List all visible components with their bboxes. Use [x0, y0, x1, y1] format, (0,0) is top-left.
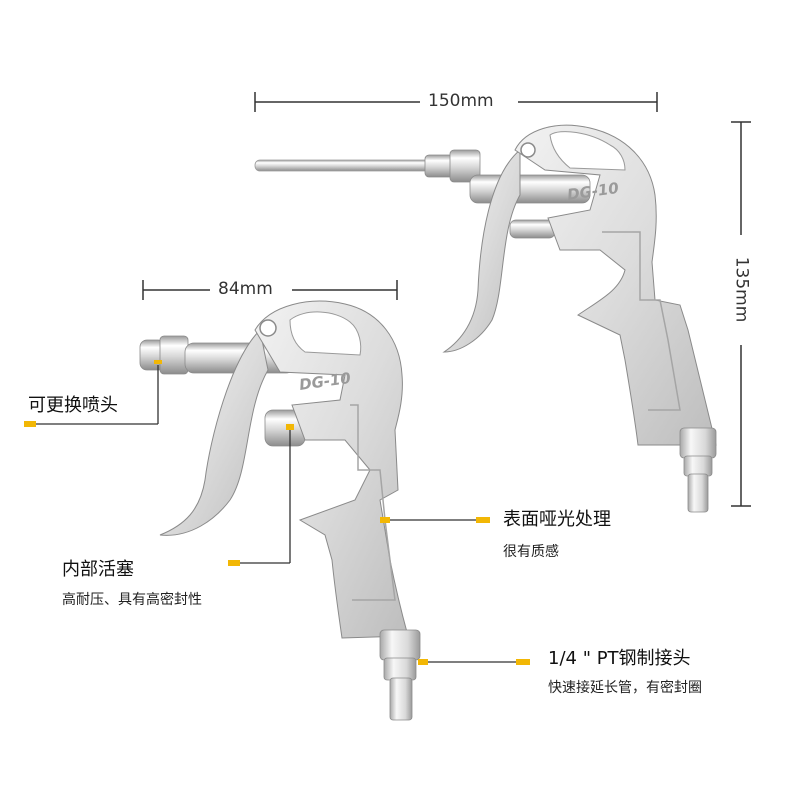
dimension-84mm [142, 280, 398, 300]
air-gun-short-nozzle: DG-10 [139, 300, 421, 721]
callout-line-surface [380, 517, 490, 523]
dimension-label-135mm: 135mm [731, 256, 752, 323]
dimension-label-150mm: 150mm [428, 91, 494, 111]
dimension-135mm [731, 121, 751, 507]
callout-fitting-detail: 快速接延长管，有密封圈 [548, 680, 702, 696]
callout-line-fitting [418, 659, 530, 665]
callout-fitting-title: 1/4 " PT钢制接头 [548, 648, 691, 669]
callout-surface-title: 表面哑光处理 [503, 509, 611, 530]
callout-piston-title: 内部活塞 [62, 559, 134, 580]
callout-piston-detail: 高耐压、具有高密封性 [62, 592, 202, 608]
callout-line-nozzle [24, 360, 162, 427]
dimension-150mm [254, 92, 658, 112]
air-gun-long-nozzle: DG-10 [254, 124, 717, 513]
dimension-label-84mm: 84mm [218, 279, 273, 299]
callout-nozzle-title: 可更换喷头 [28, 395, 118, 416]
callout-line-piston [228, 424, 294, 566]
callout-surface-detail: 很有质感 [503, 544, 559, 560]
